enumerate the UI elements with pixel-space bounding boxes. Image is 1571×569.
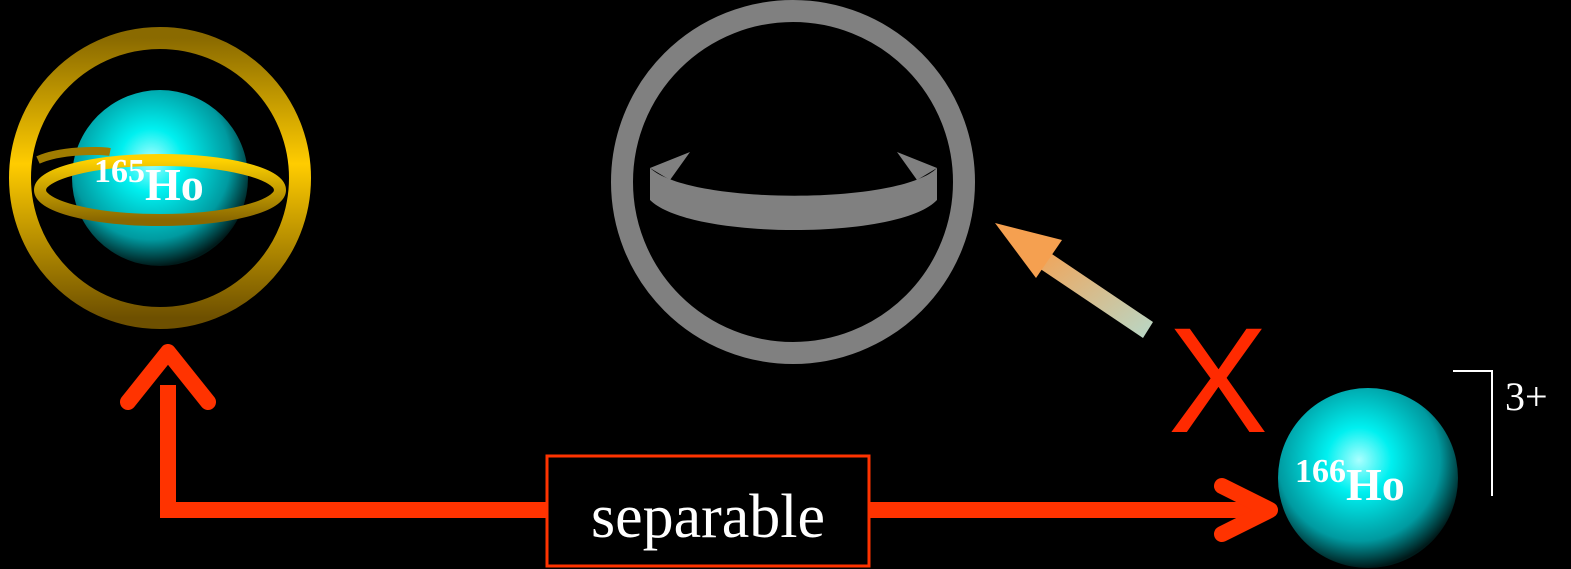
charge-bracket bbox=[1453, 371, 1492, 496]
empty-cage-group bbox=[622, 11, 964, 353]
ho166-symbol: Ho bbox=[1346, 459, 1405, 510]
blocked-x-mark: X bbox=[1168, 296, 1268, 464]
gray-band-bowl bbox=[650, 168, 937, 230]
separable-label: separable bbox=[591, 483, 825, 551]
ho166-mass: 166 bbox=[1295, 453, 1346, 490]
ho165-symbol: Ho bbox=[145, 159, 204, 210]
blocked-arrow bbox=[995, 223, 1153, 338]
complexed-atom-group: 165Ho bbox=[20, 38, 300, 318]
ho165-mass: 165 bbox=[94, 153, 145, 190]
free-atom-group: 166Ho 3+ bbox=[1278, 371, 1548, 568]
charge-label: 3+ bbox=[1505, 374, 1548, 419]
separable-box: separable bbox=[547, 456, 869, 566]
